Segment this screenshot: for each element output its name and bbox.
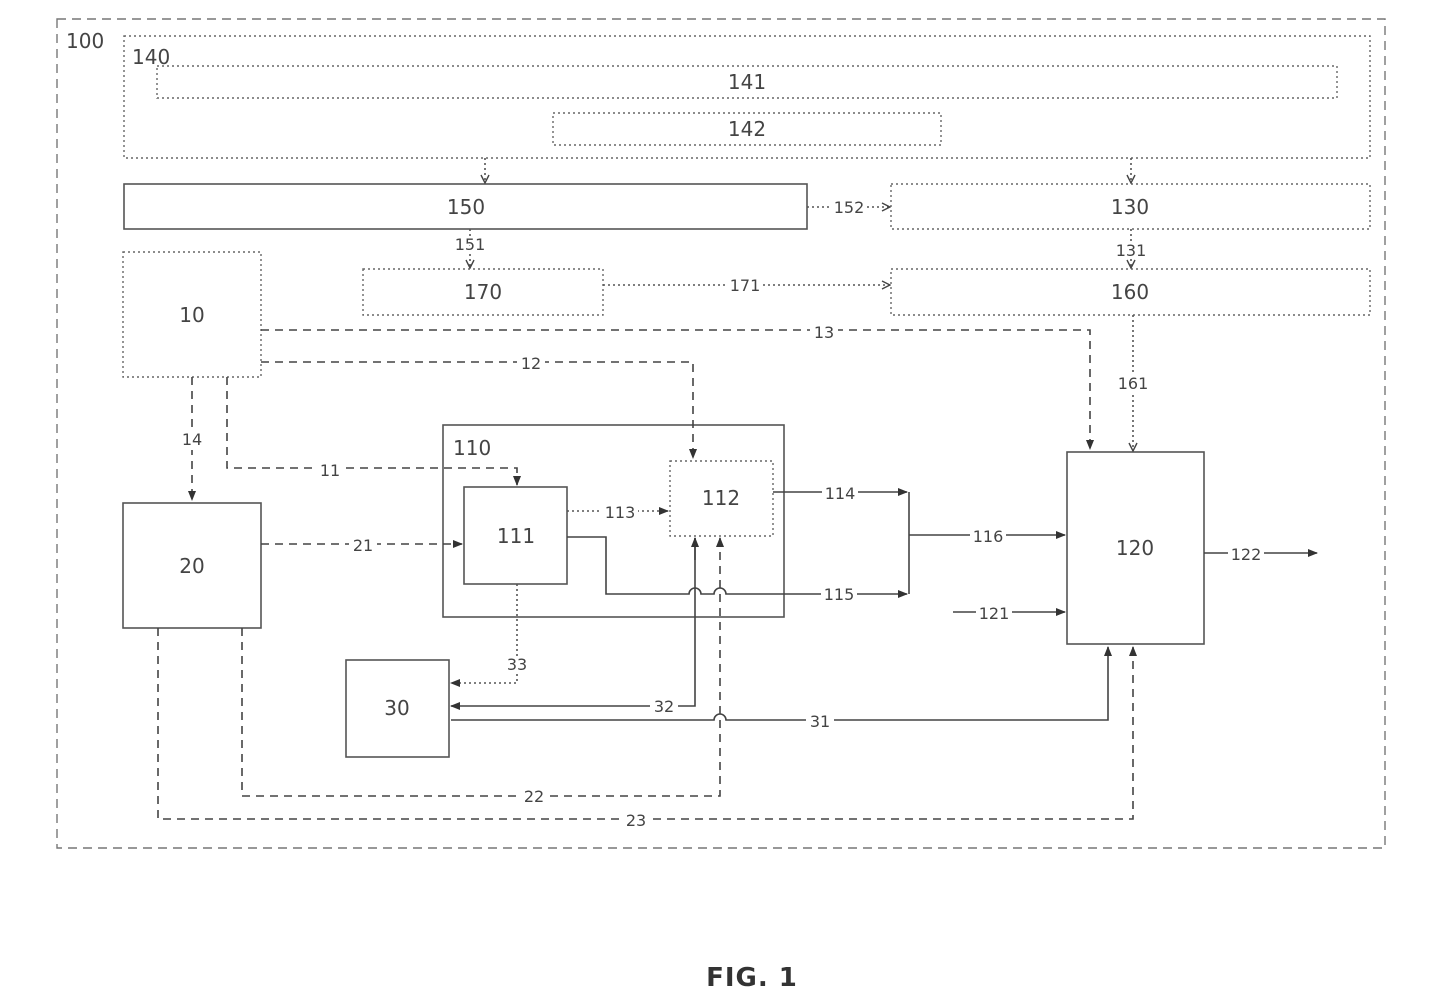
label-13: 13 xyxy=(814,323,834,342)
label-150: 150 xyxy=(447,195,485,219)
label-122: 122 xyxy=(1231,545,1262,564)
label-20: 20 xyxy=(179,554,204,578)
arrow-23 xyxy=(158,628,1133,819)
label-11: 11 xyxy=(320,461,340,480)
label-31: 31 xyxy=(810,712,830,731)
label-170: 170 xyxy=(464,280,502,304)
label-10: 10 xyxy=(179,303,204,327)
label-33: 33 xyxy=(507,655,527,674)
label-161: 161 xyxy=(1118,374,1149,393)
label-115: 115 xyxy=(824,585,855,604)
label-112: 112 xyxy=(702,486,740,510)
label-12: 12 xyxy=(521,354,541,373)
label-32: 32 xyxy=(654,697,674,716)
label-171: 171 xyxy=(730,276,761,295)
label-120: 120 xyxy=(1116,536,1154,560)
label-14: 14 xyxy=(182,430,202,449)
label-130: 130 xyxy=(1111,195,1149,219)
label-121: 121 xyxy=(979,604,1010,623)
label-113: 113 xyxy=(605,503,636,522)
label-30: 30 xyxy=(384,696,409,720)
label-131: 131 xyxy=(1116,241,1147,260)
label-152: 152 xyxy=(834,198,865,217)
figure-caption: FIG. 1 xyxy=(706,963,798,993)
label-140: 140 xyxy=(132,45,170,69)
label-141: 141 xyxy=(728,70,766,94)
label-110: 110 xyxy=(453,436,491,460)
label-22: 22 xyxy=(524,787,544,806)
arrow-31 xyxy=(451,647,1108,720)
label-23: 23 xyxy=(626,811,646,830)
label-116: 116 xyxy=(973,527,1004,546)
label-151: 151 xyxy=(455,235,486,254)
label-100: 100 xyxy=(66,29,104,53)
label-142: 142 xyxy=(728,117,766,141)
label-160: 160 xyxy=(1111,280,1149,304)
label-114: 114 xyxy=(825,484,856,503)
label-111: 111 xyxy=(497,524,535,548)
label-21: 21 xyxy=(353,536,373,555)
